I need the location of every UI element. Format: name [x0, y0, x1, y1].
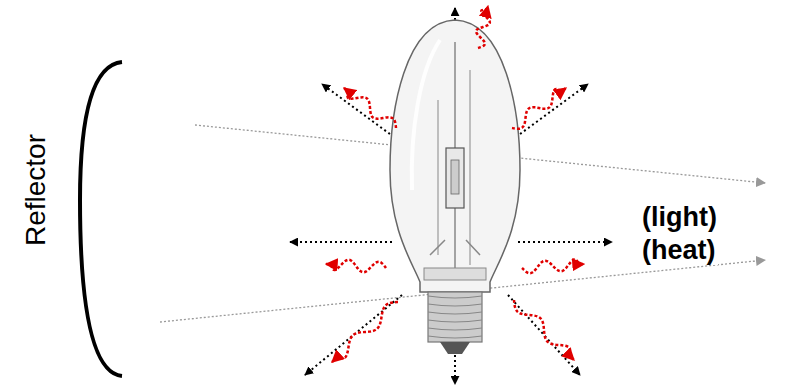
reflector-label: Reflector [21, 132, 51, 248]
heat-arrow [344, 88, 396, 128]
light-label: (light) [640, 203, 719, 232]
heat-arrow [476, 6, 490, 48]
lamp-bulb [390, 20, 520, 292]
lamp-base [428, 292, 482, 354]
heat-arrow [512, 88, 566, 129]
heat-arrow [326, 260, 386, 272]
heat-label: (heat) [640, 236, 718, 265]
reflector-bracket [80, 62, 122, 376]
heat-arrow [332, 302, 398, 362]
heat-arrow [522, 259, 584, 273]
heat-arrow [514, 300, 574, 360]
light-rays [290, 8, 612, 384]
heat-rays [326, 6, 584, 362]
